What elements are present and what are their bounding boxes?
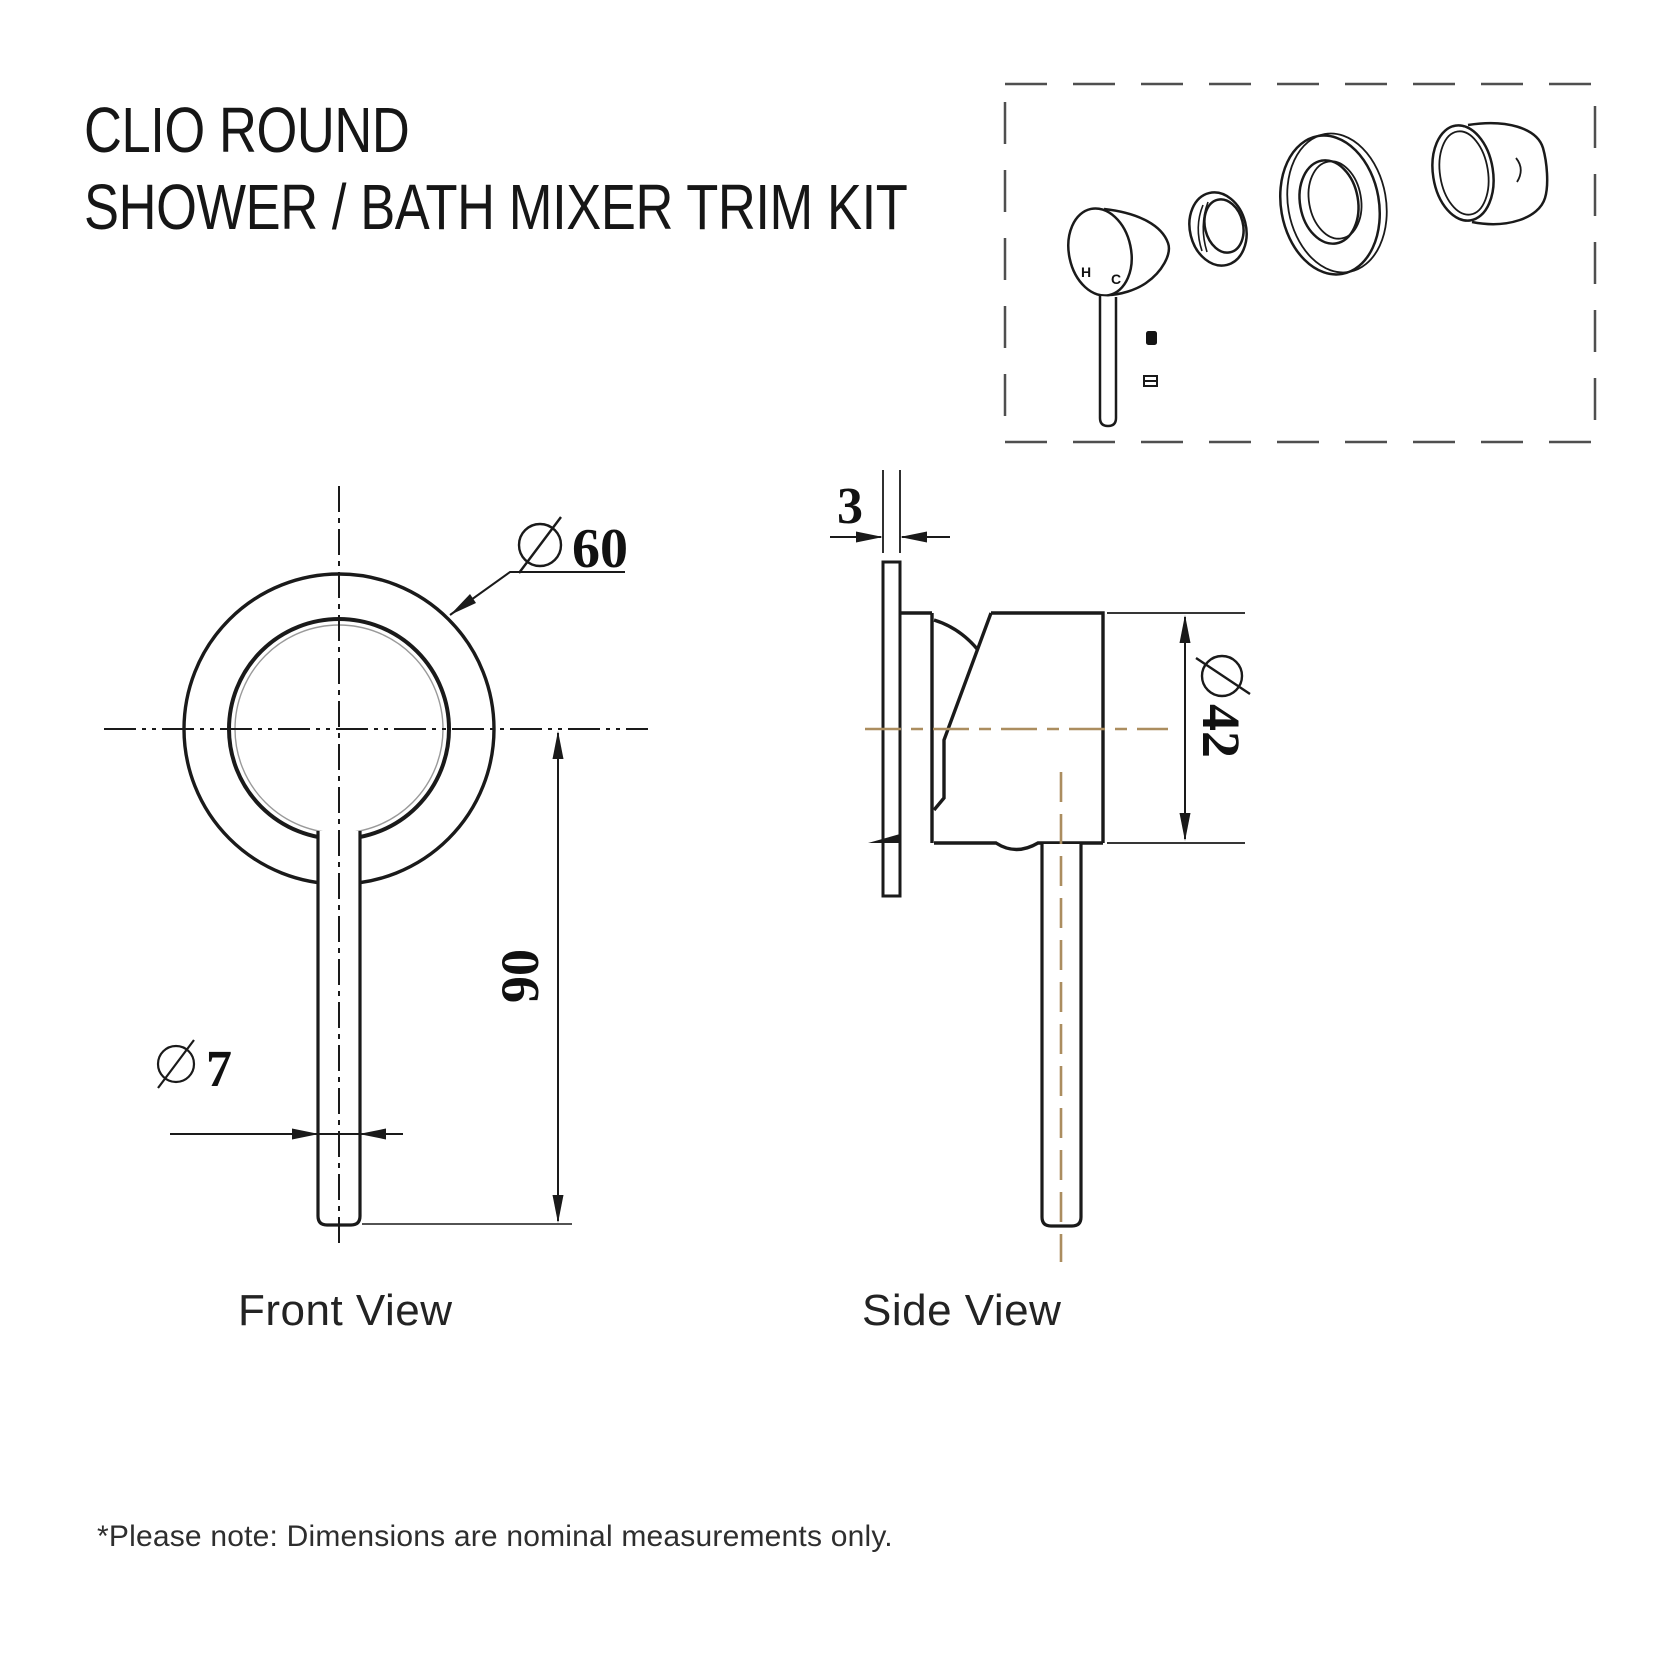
arrowhead-down <box>552 1195 564 1223</box>
arrowhead-down <box>1179 813 1191 841</box>
side-view: 3 42 <box>830 470 1251 1262</box>
dim-value-stem-diameter: 7 <box>206 1041 232 1098</box>
cold-indicator-label: C <box>1111 271 1121 287</box>
dim-front-stem-diameter: 7 <box>156 1039 403 1140</box>
arrowhead-right <box>856 531 883 543</box>
leader-arrowhead <box>450 594 476 615</box>
exploded-view-dashed-border <box>1003 82 1597 444</box>
thread-lines <box>1197 201 1209 253</box>
footnote: *Please note: Dimensions are nominal mea… <box>97 1520 893 1553</box>
page-title-line-1: CLIO ROUND <box>84 94 410 166</box>
exploded-flange-plate <box>1278 132 1388 276</box>
cap-silhouette-slant <box>932 612 993 812</box>
exploded-sleeve <box>1431 121 1549 226</box>
handle-cone <box>1103 207 1171 297</box>
dim-value-stem-length: 90 <box>490 949 550 1003</box>
dim-side-body-diameter: 42 <box>1107 612 1251 844</box>
front-view-label: Front View <box>238 1286 453 1335</box>
sleeve-notch <box>1515 157 1522 183</box>
grub-screw-2 <box>1143 375 1158 387</box>
dim-front-outer-diameter: 60 <box>449 516 628 616</box>
grub-screw-1 <box>1146 331 1157 345</box>
dim-value-plate-thickness: 3 <box>837 478 863 535</box>
exploded-threaded-ring <box>1188 191 1248 267</box>
side-view-label: Side View <box>862 1286 1062 1335</box>
plate-body-joint <box>868 834 900 843</box>
handle-lever <box>1098 296 1118 428</box>
diameter-symbol <box>156 1044 196 1084</box>
arrowhead-right <box>292 1128 319 1140</box>
arrowhead-left <box>359 1128 386 1140</box>
dim-front-stem-length: 90 <box>362 731 572 1225</box>
side-mixer-body <box>868 611 1105 852</box>
dim-value-body-diameter: 42 <box>1191 704 1251 758</box>
dim-side-plate-thickness: 3 <box>830 470 950 553</box>
front-view: 60 90 7 <box>104 486 648 1248</box>
cap-silhouette-arc <box>933 618 980 652</box>
diameter-symbol <box>1200 654 1244 698</box>
exploded-handle-assembly: H C <box>1067 207 1171 428</box>
page-title: CLIO ROUND SHOWER / BATH MIXER TRIM KIT <box>84 92 908 246</box>
handle-cap-face <box>1067 207 1133 297</box>
page-title-line-2: SHOWER / BATH MIXER TRIM KIT <box>84 171 908 243</box>
dim-value-outer-diameter: 60 <box>572 518 628 580</box>
exploded-view: H C <box>1003 82 1597 444</box>
arrowhead-up <box>552 731 564 759</box>
arrowhead-left <box>900 531 927 543</box>
hot-indicator-label: H <box>1081 264 1091 280</box>
diameter-symbol <box>517 522 563 568</box>
arrowhead-up <box>1179 615 1191 643</box>
